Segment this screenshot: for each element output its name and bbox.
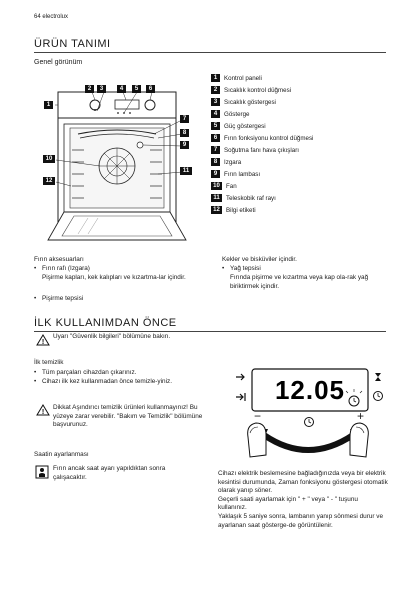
accessory-fat-pan-desc: Fırında pişirme ve kızartma veya kap ola… [230,274,369,290]
clock-note: Fırın ancak saat ayarı yapıldıktan sonra… [53,465,166,481]
callout-3: 3 [97,85,106,93]
caution-icon: ! [36,404,50,416]
info-icon [35,465,49,479]
callout-5: 5 [132,85,141,93]
section-title-before-use: İLK KULLANIMDAN ÖNCE [34,317,177,329]
clock-instructions: Cihazı elektrik beslemesine bağladığınız… [218,470,388,529]
section-title-product: ÜRÜN TANIMI [34,38,111,50]
accessory-fat-pan-title: Yağ tepsisi [222,265,261,274]
cleaning-step-2: Cihazı ilk kez kullanmadan önce temizle-… [34,378,202,387]
plus-button[interactable]: + [357,409,365,423]
accessories-title: Fırın aksesuarları [34,256,84,263]
accessory-tray-desc: Kekler ve bisküviler içindir. [222,256,297,263]
callout-8: 8 [180,129,189,137]
cleaning-step-1: Tüm parçaları cihazdan çıkarınız. [34,369,137,378]
svg-text:!: ! [42,409,44,416]
callout-6: 6 [146,85,155,93]
accessory-grill-desc: Pişirme kapları, kek kalıpları ve kızart… [42,274,186,281]
callout-9: 9 [180,141,189,149]
warning-icon: ! [36,334,50,346]
callout-2: 2 [85,85,94,93]
callout-7: 7 [180,115,189,123]
subsection-title-overview: Genel görünüm [34,59,83,66]
callout-4: 4 [117,85,126,93]
callout-1: 1 [44,101,53,109]
page-header: 64 electrolux [34,14,69,20]
section-rule [34,52,386,53]
cleaning-title: İlk temizlik [34,359,64,366]
accessory-tray-title: Pişirme tepsisi [34,295,83,304]
accessory-grill-title: Fırın rafı (Izgara) [34,265,90,274]
callout-10: 10 [43,155,55,163]
warning-text: Uyarı "Güvenlik bilgileri" bölümüne bakı… [53,333,171,340]
oven-diagram [47,91,187,241]
display-time: 12.05 [275,375,345,405]
section-rule [34,331,386,332]
clock-display-illustration: 12.05 [236,368,383,458]
callout-11: 11 [180,167,192,175]
caution-text: Dikkat Aşındırıcı temizlik ürünleri kull… [53,404,203,429]
callout-12: 12 [43,177,55,185]
minus-button[interactable]: − [254,409,262,423]
svg-text:!: ! [42,339,44,346]
clock-title: Saatin ayarlanması [34,451,89,458]
